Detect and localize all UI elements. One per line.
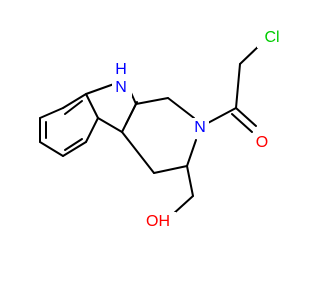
molecule-diagram: H N N O Cl OH: [39, 28, 289, 232]
double-bond-inner: [64, 138, 83, 151]
nitrogen-h-label: H: [115, 61, 127, 78]
bond: [121, 131, 155, 174]
bond: [135, 97, 169, 105]
chloroacetyl-group: [205, 42, 263, 133]
oxygen-label-bg: [253, 133, 271, 153]
double-bond-inner: [125, 101, 138, 125]
carbonyl-bond: [235, 107, 257, 127]
bond: [171, 195, 194, 216]
hydroxyl-label-bg: [142, 212, 176, 232]
hydroxyl-label: OH: [146, 213, 170, 230]
bond: [85, 93, 99, 119]
bond: [186, 139, 197, 167]
nitrogen-amide-label: N: [194, 119, 206, 136]
bond: [62, 93, 87, 109]
bond: [62, 141, 87, 157]
bond: [39, 107, 64, 119]
nh-label-bg: [112, 59, 132, 97]
bond: [205, 107, 237, 125]
nitrogen-indole-label: N: [115, 79, 127, 96]
piperidine-ring: [121, 97, 197, 174]
benzene-ring: [39, 93, 99, 157]
chlorine-label-bg: [257, 28, 289, 48]
bond: [85, 83, 115, 95]
bond: [153, 165, 188, 174]
bond: [186, 165, 194, 197]
amide-n-label-bg: [191, 118, 209, 138]
bond: [235, 63, 241, 109]
molecule-structure: H N N O Cl OH: [39, 28, 289, 232]
bond: [167, 97, 195, 119]
bond: [39, 141, 64, 157]
carbonyl-oxygen-label: O: [256, 134, 268, 151]
bond: [97, 117, 123, 133]
bond: [85, 117, 99, 143]
double-bond-inner: [64, 100, 83, 115]
chlorine-label: Cl: [264, 29, 279, 46]
carbonyl-bond: [231, 113, 253, 133]
hydroxymethyl-group: [171, 165, 194, 216]
